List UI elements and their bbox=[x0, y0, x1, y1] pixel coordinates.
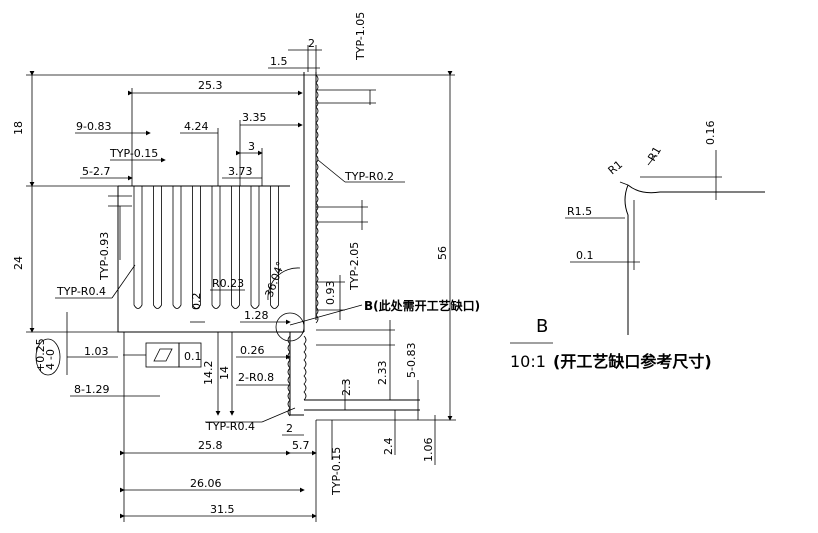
dim-14: 14 bbox=[218, 366, 231, 380]
dim-r0-23: R0.23 bbox=[212, 277, 244, 290]
serration-bottom-left bbox=[287, 335, 291, 417]
dim-typ-0-93: TYP-0.93 bbox=[98, 232, 111, 281]
dim-1-28: 1.28 bbox=[244, 309, 269, 322]
dim-1-03: 1.03 bbox=[84, 345, 109, 358]
dim-25-3: 25.3 bbox=[198, 79, 223, 92]
fin bbox=[133, 186, 143, 309]
dim-18: 18 bbox=[12, 121, 25, 135]
tolerance-note: +0.25 -0 4 bbox=[34, 338, 61, 376]
dim-56: 56 bbox=[436, 246, 449, 260]
dim-0-2: 0.2 bbox=[190, 293, 203, 311]
flatness-value: 0.1 bbox=[184, 350, 202, 363]
fin bbox=[192, 186, 201, 309]
fin bbox=[231, 186, 240, 309]
dim-3-35: 3.35 bbox=[242, 111, 267, 124]
dim-typ-r0-4-bot: TYP-R0.4 bbox=[205, 420, 255, 433]
detail-0-16: 0.16 bbox=[704, 121, 717, 146]
detail-r1-b: R1 bbox=[645, 144, 664, 163]
profile-outline bbox=[117, 72, 420, 417]
fin bbox=[250, 186, 260, 309]
detail-b: R1 R1 0.16 R1.5 0.1 B 10:1 (开工艺缺口参考尺寸) bbox=[510, 121, 765, 371]
dim-2: 2 bbox=[308, 37, 315, 50]
detail-scale: 10:1 bbox=[510, 352, 546, 371]
dim-4-24: 4.24 bbox=[184, 120, 209, 133]
fin bbox=[153, 186, 162, 309]
fin bbox=[172, 186, 182, 309]
dim-24: 24 bbox=[12, 256, 25, 270]
dim-36-04: 36.04° bbox=[263, 260, 288, 299]
dimension-lines bbox=[26, 45, 456, 522]
dim-1-06: 1.06 bbox=[422, 438, 435, 463]
dim-5-0-83: 5-0.83 bbox=[405, 343, 418, 378]
detail-r1-a: R1 bbox=[606, 158, 626, 177]
dim-0-93: 0.93 bbox=[324, 281, 337, 306]
dim-25-8: 25.8 bbox=[198, 439, 223, 452]
dim-typ-r0-4-top: TYP-R0.4 bbox=[56, 285, 106, 298]
dim-typ-r0-2: TYP-R0.2 bbox=[344, 170, 394, 183]
dim-5-2-7: 5-2.7 bbox=[82, 165, 110, 178]
dim-0-26: 0.26 bbox=[240, 344, 265, 357]
dim-31-5: 31.5 bbox=[210, 503, 235, 516]
fin bbox=[270, 186, 279, 309]
fin bbox=[211, 186, 221, 309]
dim-5-7: 5.7 bbox=[292, 439, 310, 452]
bottom-serrations bbox=[287, 335, 307, 417]
dim-typ-0-15-bot: TYP-0.15 bbox=[330, 447, 343, 496]
detail-letter: B bbox=[536, 316, 548, 337]
detail-0-1: 0.1 bbox=[576, 249, 594, 262]
dim-2-r0-8: 2-R0.8 bbox=[238, 371, 274, 384]
tol-plus: +0.25 bbox=[34, 338, 47, 372]
dim-2-3: 2.3 bbox=[340, 379, 353, 397]
dim-26-06: 26.06 bbox=[190, 477, 222, 490]
detail-caption: (开工艺缺口参考尺寸) bbox=[553, 352, 712, 371]
dim-typ-0-15: TYP-0.15 bbox=[109, 147, 158, 160]
detail-r1-5: R1.5 bbox=[567, 205, 592, 218]
dim-3: 3 bbox=[248, 140, 255, 153]
tol-zero: -0 bbox=[44, 349, 57, 360]
dim-14-2: 14.2 bbox=[202, 361, 215, 386]
fins bbox=[133, 186, 279, 309]
dim-1-5: 1.5 bbox=[270, 55, 288, 68]
dim-typ-1-05: TYP-1.05 bbox=[354, 12, 367, 61]
dim-typ-2-05: TYP-2.05 bbox=[348, 242, 361, 291]
dim-2-bot: 2 bbox=[286, 422, 293, 435]
dim-9-0-83: 9-0.83 bbox=[76, 120, 111, 133]
dimension-texts: 2 TYP-1.05 1.5 25.3 18 9-0.83 4.24 3.35 … bbox=[12, 12, 449, 516]
dim-2-33: 2.33 bbox=[376, 361, 389, 386]
serration-bottom-right bbox=[303, 335, 307, 401]
b-callout-note: B(此处需开工艺缺口) bbox=[364, 298, 480, 313]
dim-3-73: 3.73 bbox=[228, 165, 253, 178]
tol-4: 4 bbox=[44, 363, 57, 370]
dim-2-4: 2.4 bbox=[382, 438, 395, 456]
dim-8-1-29: 8-1.29 bbox=[74, 383, 109, 396]
